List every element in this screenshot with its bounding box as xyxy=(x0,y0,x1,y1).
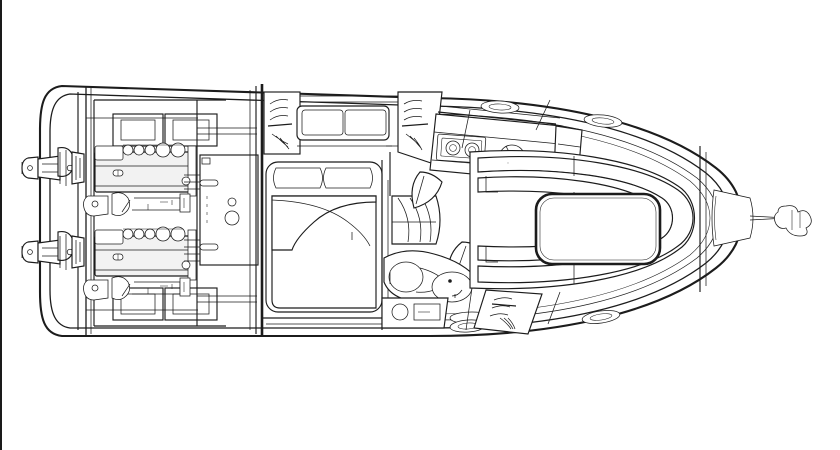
port-engine-manifold xyxy=(122,142,186,158)
aft-bulkhead xyxy=(184,100,259,326)
deck-hatch-starboard xyxy=(473,289,543,335)
zone-foredeck xyxy=(700,150,760,262)
anchor-locker xyxy=(711,189,754,247)
port-sterndrive xyxy=(21,147,85,186)
zone-cockpit xyxy=(470,145,702,295)
cockpit-lounge xyxy=(469,150,696,290)
settee-dinette xyxy=(296,95,400,147)
zone-head xyxy=(382,255,477,331)
engine-room xyxy=(83,99,226,327)
bow-pulpit xyxy=(749,205,812,237)
zone-engine-room xyxy=(85,110,225,330)
step-wedge-upper xyxy=(411,171,443,209)
double-berth xyxy=(265,161,383,313)
deck-hatch-fwd xyxy=(397,91,443,165)
aft-engine-hatches xyxy=(112,113,218,147)
starboard-engine xyxy=(83,226,197,301)
deck-hatch-aft xyxy=(263,91,301,155)
cockpit-fwd-bulkhead xyxy=(699,146,707,292)
starboard-engine-manifold xyxy=(122,226,186,242)
berth-pillows xyxy=(273,167,373,189)
cockpit-table xyxy=(534,192,662,266)
zone-swim-platform xyxy=(18,140,60,266)
deck-seams xyxy=(461,99,561,331)
port-engine xyxy=(83,142,197,217)
zone-mid-cabin xyxy=(262,160,384,316)
head-vanity xyxy=(381,297,449,329)
cabin-bulkhead xyxy=(86,84,264,336)
left-edge-border xyxy=(0,0,2,450)
starboard-sterndrive xyxy=(21,231,85,270)
